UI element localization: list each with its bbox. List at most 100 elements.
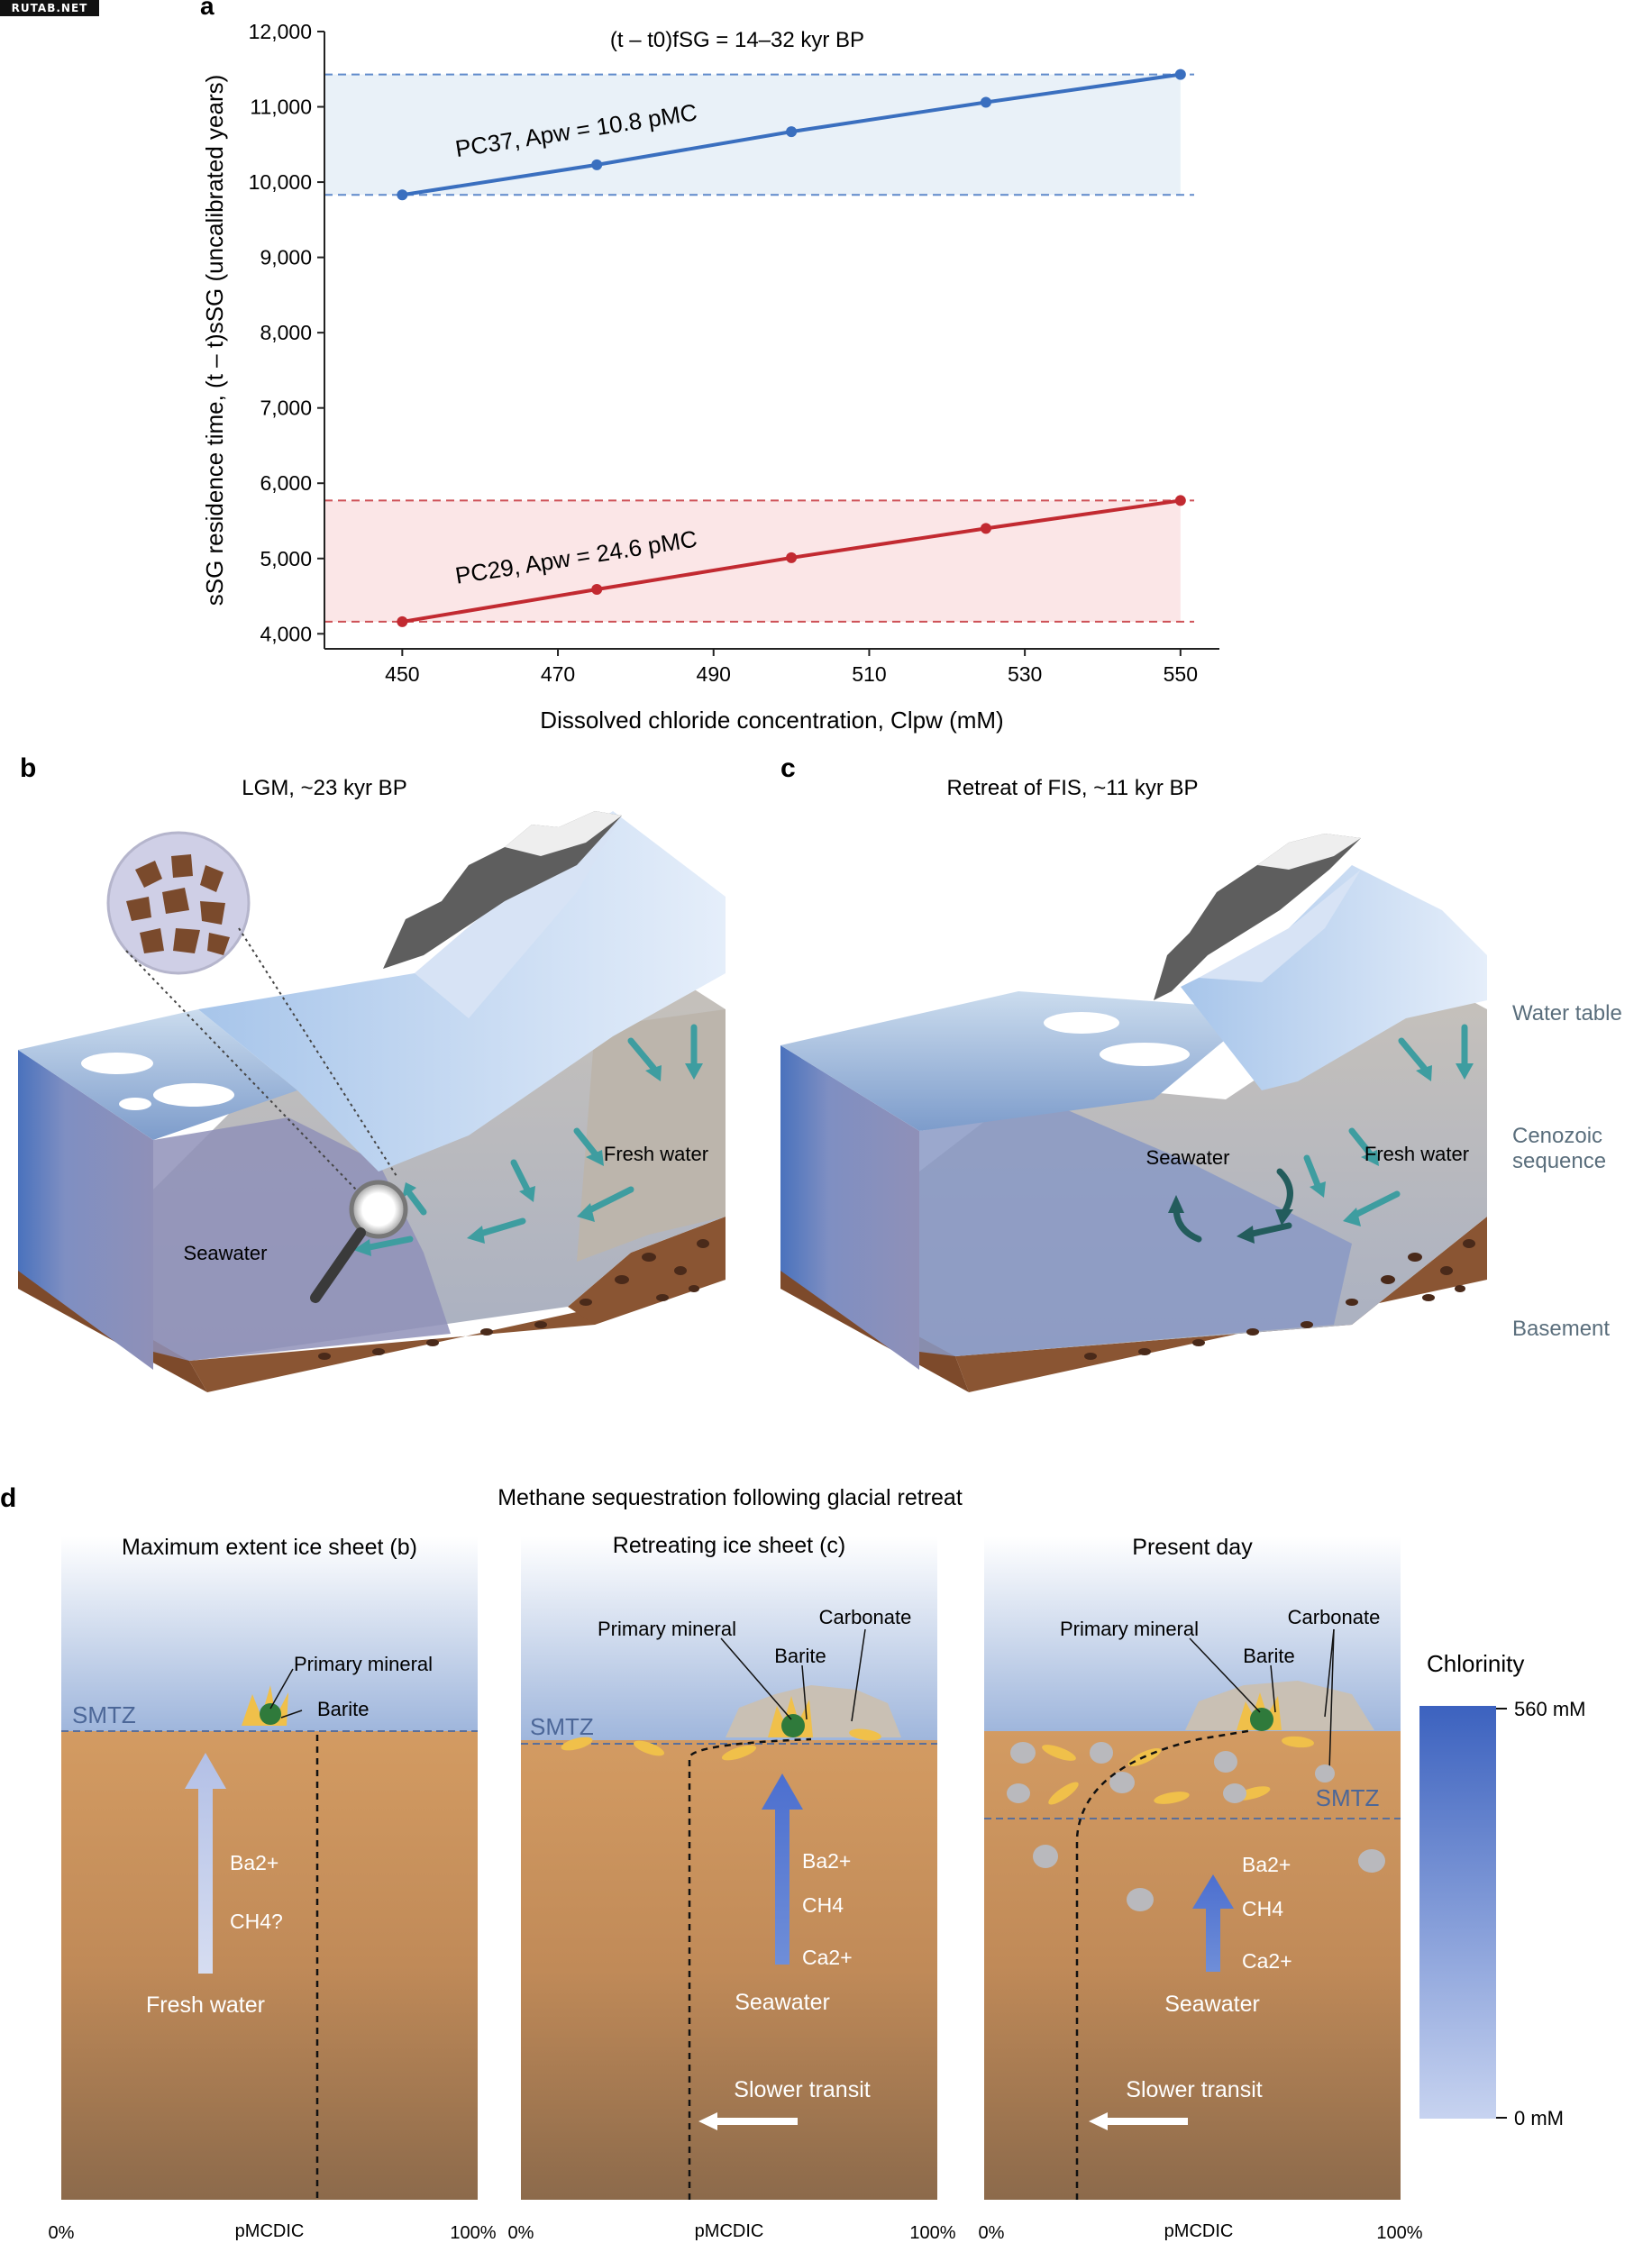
panel-c: c Retreat of FIS, ~11 kyr BP F <box>780 753 1622 1392</box>
panel-a-top-note: (t – t0)fSG = 14–32 kyr BP <box>610 28 864 52</box>
col3-carbonate-label: Carbonate <box>1288 1606 1381 1628</box>
x-tick-label-2: 490 <box>697 662 731 686</box>
basement-top-c <box>955 1217 1487 1392</box>
col2-carbonate-leader <box>851 1628 866 1722</box>
col2-seawater-label: Seawater <box>735 1990 830 2015</box>
col2-barite-label: Barite <box>774 1645 826 1667</box>
x-tick-label-3: 510 <box>852 662 886 686</box>
x-axis-label: Dissolved chloride concentration, Clpw (… <box>540 707 1003 734</box>
series-1-point-1 <box>591 584 603 596</box>
seawater-label-b: Seawater <box>184 1242 268 1264</box>
col3-pm-leader <box>1189 1637 1261 1713</box>
col2-title: Retreating ice sheet (c) <box>613 1533 845 1558</box>
col3-axis-mid: pMCDIC <box>1164 2221 1234 2241</box>
pebbles-b <box>318 1239 709 1360</box>
ice-floe-c1 <box>1044 1012 1119 1034</box>
col2-pmc-profile <box>688 1737 812 2200</box>
col2-soil <box>521 1740 937 2200</box>
col3-primary-mineral-label: Primary mineral <box>1060 1618 1199 1640</box>
series-1-point-4 <box>1174 495 1186 506</box>
zoom-line-1 <box>125 950 357 1190</box>
col1-axis-0: 0% <box>49 2223 75 2243</box>
col1-ba-label: Ba2+ <box>230 1851 278 1874</box>
y-tick-label-8: 12,000 <box>249 20 312 43</box>
col2-upward-arrow <box>762 1773 803 1965</box>
panel-d-label: d <box>0 1483 16 1513</box>
x-tick-label-4: 530 <box>1008 662 1042 686</box>
col2-carbonate-label: Carbonate <box>819 1606 912 1628</box>
col2-axis-100: 100% <box>909 2223 955 2243</box>
label-water-table: Water table <box>1512 1001 1622 1026</box>
col3-slower-arrow <box>1089 2112 1188 2130</box>
col1-axis-100: 100% <box>450 2223 496 2243</box>
series-1-point-2 <box>786 552 798 563</box>
panel-b: b LGM, ~23 kyr BP <box>18 753 726 1392</box>
chart-a: 4,0005,0006,0007,0008,0009,00010,00011,0… <box>201 20 1219 734</box>
ice-floe-b3 <box>119 1098 151 1110</box>
flow-arrows-b <box>361 1024 698 1252</box>
col2-slower-arrow <box>698 2112 798 2130</box>
seawater-wedge-b <box>153 1117 451 1361</box>
y-axis-label: sSG residence time, (t – t)sSG (uncalibr… <box>201 75 228 606</box>
column-1: Maximum extent ice sheet (b) SMTZ Primar… <box>49 1535 497 2243</box>
series-1-point-0 <box>397 615 408 627</box>
panel-c-label: c <box>780 753 796 783</box>
basement-slope-b <box>568 1217 726 1325</box>
col3-carbonate-nodules <box>1007 1742 1385 1911</box>
col1-primary-mineral-label: Primary mineral <box>294 1653 433 1675</box>
flow-arrowheads-c <box>1310 1063 1474 1226</box>
series-0-point-0 <box>397 189 408 201</box>
col1-barite-leader <box>280 1710 303 1719</box>
col3-ch4-label: CH4 <box>1242 1897 1283 1920</box>
series-0-point-3 <box>980 96 991 108</box>
chlorinity-top-label: 560 mM <box>1514 1698 1585 1720</box>
col1-title: Maximum extent ice sheet (b) <box>122 1535 417 1560</box>
col2-primary-mineral-label: Primary mineral <box>598 1618 736 1640</box>
col2-barite-leader <box>801 1664 808 1720</box>
series-0-point-2 <box>786 126 798 138</box>
col3-seawater-label: Seawater <box>1164 1992 1260 2017</box>
x-tick-label-5: 550 <box>1164 662 1198 686</box>
panel-c-title: Retreat of FIS, ~11 kyr BP <box>947 776 1199 800</box>
seawater-label-c: Seawater <box>1146 1146 1230 1169</box>
magnifier-handle <box>310 1227 366 1303</box>
panel-a: a (t – t0)fSG = 14–32 kyr BP 4,0005,0006… <box>200 0 1219 734</box>
seawater-body-c <box>919 1108 1352 1356</box>
ice-top-c <box>1199 870 1361 982</box>
x-tick-label-1: 470 <box>541 662 575 686</box>
fresh-water-label-c: Fresh water <box>1364 1143 1469 1165</box>
col2-slower-label: Slower transit <box>734 2077 870 2102</box>
chlorinity-bottom-label: 0 mM <box>1514 2107 1564 2129</box>
flow-arrows-c <box>1303 1024 1468 1220</box>
series-0-point-4 <box>1174 68 1186 80</box>
y-tick-label-1: 5,000 <box>260 547 312 570</box>
col1-primary-mineral <box>260 1703 281 1725</box>
chlorinity-title: Chlorinity <box>1427 1650 1524 1677</box>
col2-axis-0: 0% <box>508 2223 534 2243</box>
col1-ch4-label: CH4? <box>230 1910 283 1933</box>
seawater-front-c <box>780 1045 919 1370</box>
y-tick-label-6: 10,000 <box>249 170 312 194</box>
col2-ba-label: Ba2+ <box>802 1849 851 1873</box>
col1-upward-arrow <box>185 1753 226 1974</box>
flow-arrowheads-dark-c <box>1168 1195 1293 1244</box>
mountain-b <box>383 811 622 969</box>
mountain-c <box>1154 834 1361 1000</box>
zoom-grains <box>126 854 230 955</box>
y-tick-label-0: 4,000 <box>260 622 312 645</box>
col2-pm-leader <box>720 1637 792 1720</box>
panel-d: d Methane sequestration following glacia… <box>0 1483 1585 2243</box>
chlorinity-scale: Chlorinity 560 mM 0 mM <box>1419 1650 1585 2129</box>
col1-fresh-water-label: Fresh water <box>146 1992 265 2018</box>
snowcap-c <box>1257 834 1361 870</box>
chlorinity-bar <box>1419 1706 1496 2119</box>
col3-smtz-label: SMTZ <box>1316 1784 1380 1811</box>
water-top-b <box>18 1009 297 1140</box>
seawater-front-b <box>18 1050 153 1370</box>
col1-barite-label: Barite <box>317 1698 369 1720</box>
col1-axis-mid: pMCDIC <box>235 2221 305 2241</box>
flow-arrowheads-b <box>353 1063 703 1256</box>
series-1-point-3 <box>980 523 991 534</box>
